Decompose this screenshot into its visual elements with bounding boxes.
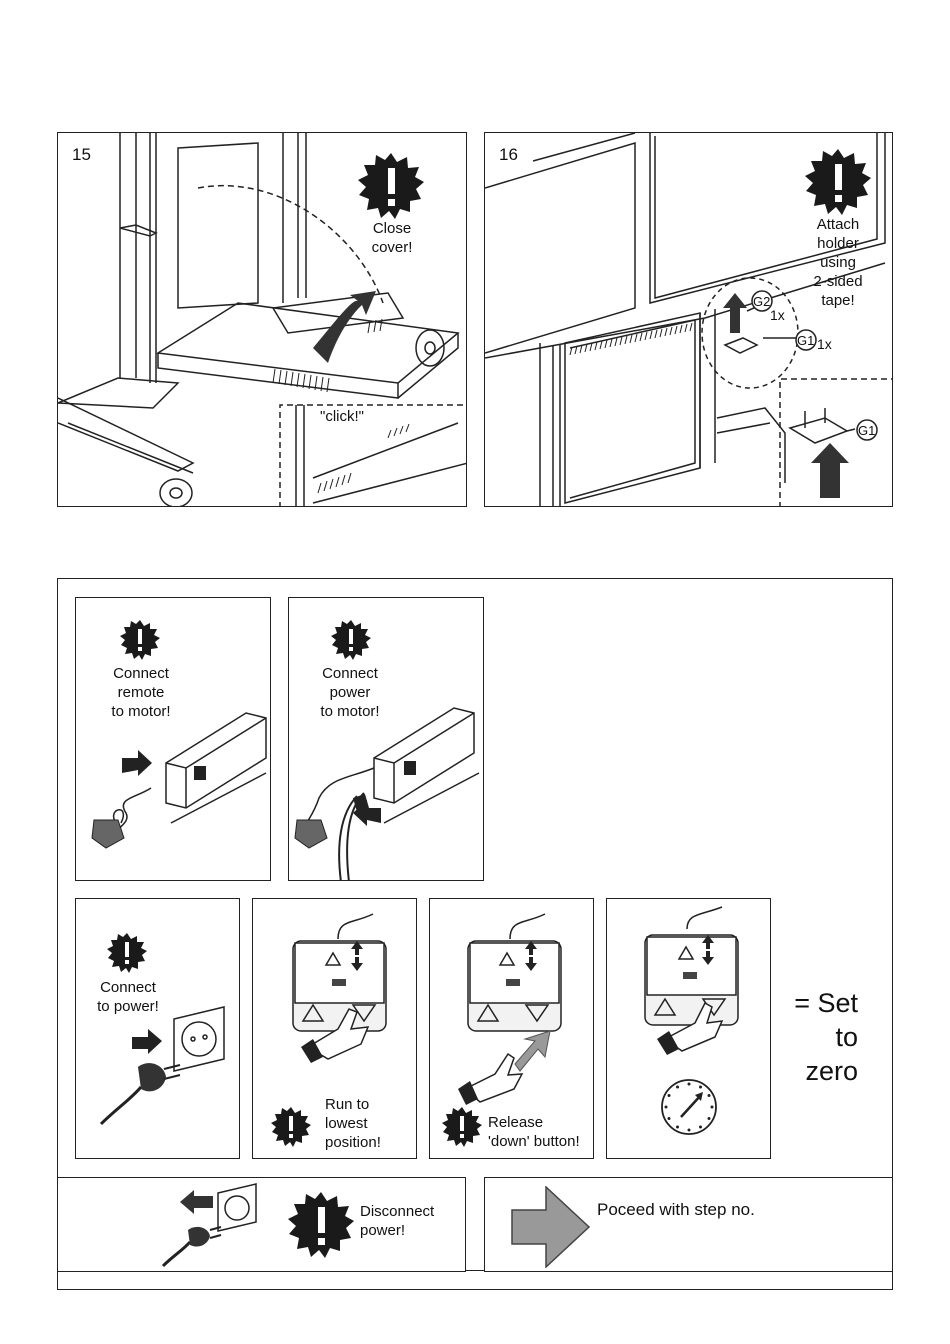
quantity-label: 1x (817, 335, 832, 354)
instruction-text: Release'down' button! (488, 1113, 580, 1151)
exclamation-burst-icon (805, 149, 871, 215)
exclamation-burst-icon (331, 620, 371, 660)
part-label-g1: G1 (797, 331, 814, 350)
gauge-icon (659, 1077, 719, 1137)
exclamation-burst-icon (107, 933, 147, 973)
proceed-panel: Poceed with step no. (484, 1177, 893, 1272)
release-button-panel: Release'down' button! (429, 898, 594, 1159)
plug-icon (76, 899, 240, 1159)
quantity-label: 1x (770, 306, 785, 325)
proceed-text: Poceed with step no. (597, 1200, 755, 1219)
step-number: 15 (72, 145, 91, 165)
step-number: 16 (499, 145, 518, 165)
set-zero-panel (606, 898, 771, 1159)
part-label-g2: G2 (753, 292, 770, 311)
click-sound-label: "click!" (320, 407, 364, 426)
exclamation-burst-icon (271, 1107, 311, 1147)
arrow-right-icon (511, 1186, 601, 1268)
exclamation-burst-icon (442, 1107, 482, 1147)
exclamation-burst-icon (288, 1192, 354, 1258)
part-label-g1-detail: G1 (858, 421, 875, 440)
control-box-icon (289, 598, 484, 881)
exclamation-burst-icon (358, 153, 424, 219)
exclamation-burst-icon (120, 620, 160, 660)
control-box-icon (76, 598, 271, 881)
